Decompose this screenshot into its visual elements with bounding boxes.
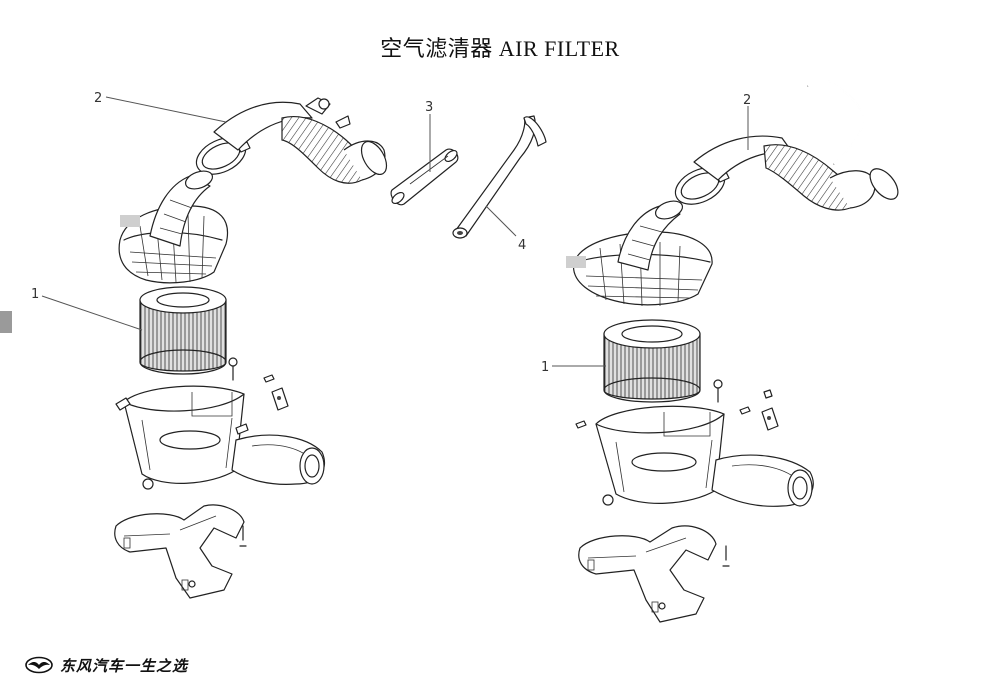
callout-left-intake-hose: 2	[94, 91, 102, 106]
footer-brand-text: 东风汽车一生之选	[60, 656, 189, 675]
right-fastener-bolts	[575, 379, 779, 431]
center-tube-part	[390, 148, 459, 206]
right-housing-cover	[566, 200, 713, 307]
left-filter-element	[139, 286, 227, 375]
callout-center-tube: 3	[425, 100, 433, 115]
left-assembly	[114, 97, 388, 599]
callout-right-filter-element: 1	[541, 360, 549, 375]
left-housing-cover	[118, 170, 228, 284]
right-lower-housing	[595, 405, 814, 507]
right-filter-element	[603, 319, 701, 403]
right-mounting-bracket	[578, 525, 730, 623]
left-lower-housing	[115, 385, 326, 490]
callouts: 2 1 3 4 2 1	[31, 91, 751, 375]
callout-left-filter-element: 1	[31, 287, 39, 302]
left-mounting-bracket	[114, 504, 247, 599]
right-assembly	[566, 76, 899, 623]
left-fastener-bolts	[228, 357, 289, 411]
dongfeng-swallow-logo-icon	[25, 656, 53, 674]
callout-right-intake-hose: 2	[743, 93, 751, 108]
callout-center-breather-hose: 4	[518, 238, 526, 253]
footer-brand: 东风汽车一生之选	[24, 654, 188, 676]
side-tab-marker	[0, 311, 12, 333]
right-intake-hose	[674, 135, 899, 211]
center-breather-hose	[452, 115, 547, 239]
page-title: 空气滤清器 AIR FILTER	[380, 36, 620, 61]
left-intake-hose	[195, 97, 388, 184]
